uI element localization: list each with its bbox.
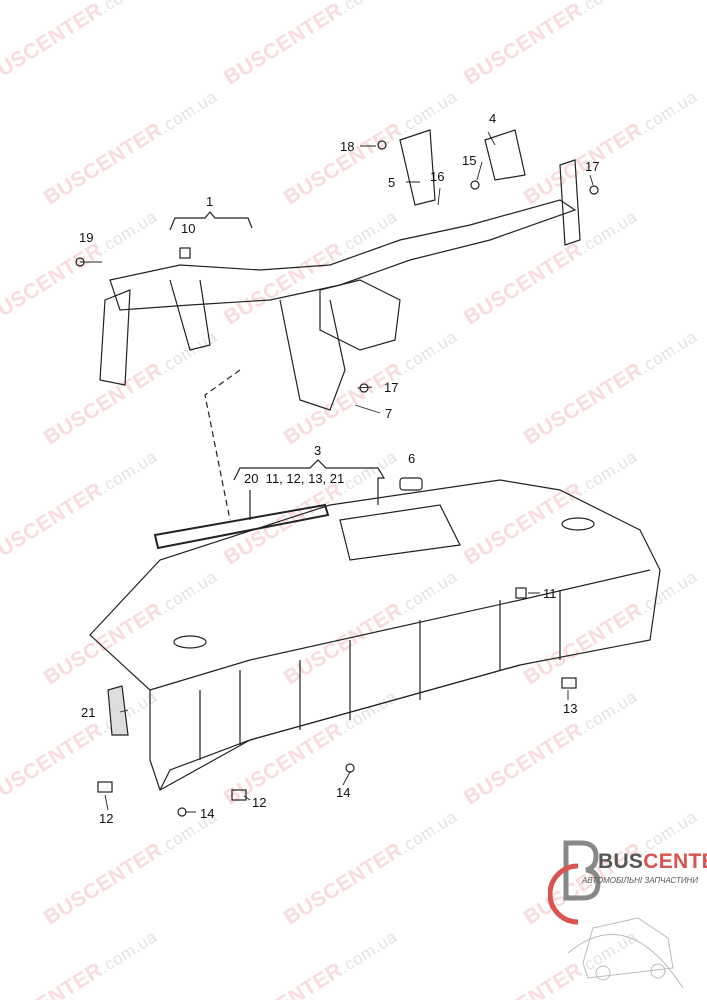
callout-14: 14 [200,806,215,821]
callout-18: 18 [340,139,355,154]
fasteners [75,140,599,817]
callout-1: 1 [206,194,214,209]
van-sketch [568,917,684,989]
callout-10: 10 [181,221,196,236]
callout-15: 15 [462,153,477,168]
logo-brand-bus: BUS [598,850,644,873]
logo-tagline: АВТОМОБІЛЬНІ ЗАПЧАСТИНИ [582,876,699,885]
callout-14: 14 [336,785,351,800]
cross-member-beam [99,129,581,411]
callout-7: 7 [385,406,393,421]
leader-lines [80,131,594,813]
callout-19: 19 [79,230,94,245]
callout-21: 21 [81,705,96,720]
callout-3: 3 [314,443,322,458]
callout-6: 6 [408,451,416,466]
assembly-dashed-lines [204,369,241,521]
logo-b-mark [548,840,601,925]
dashboard-panel [89,479,661,791]
callout-3-components: 20 11, 12, 13, 21 [244,471,345,486]
callout-4: 4 [489,111,497,126]
buscenter-logo: BUSCENTER АВТОМОБІЛЬНІ ЗАПЧАСТИНИ [548,838,707,1000]
callout-17: 17 [384,380,399,395]
logo-brand-center: CENTER [643,850,707,873]
callout-17: 17 [585,159,600,174]
callout-brackets [169,211,386,520]
logo-brand: BUSCENTER [598,850,707,874]
callout-12: 12 [252,795,267,810]
callout-5: 5 [388,175,396,190]
callout-16: 16 [430,169,445,184]
callout-11: 11 [543,586,557,601]
callout-12: 12 [99,811,114,826]
callout-13: 13 [563,701,578,716]
